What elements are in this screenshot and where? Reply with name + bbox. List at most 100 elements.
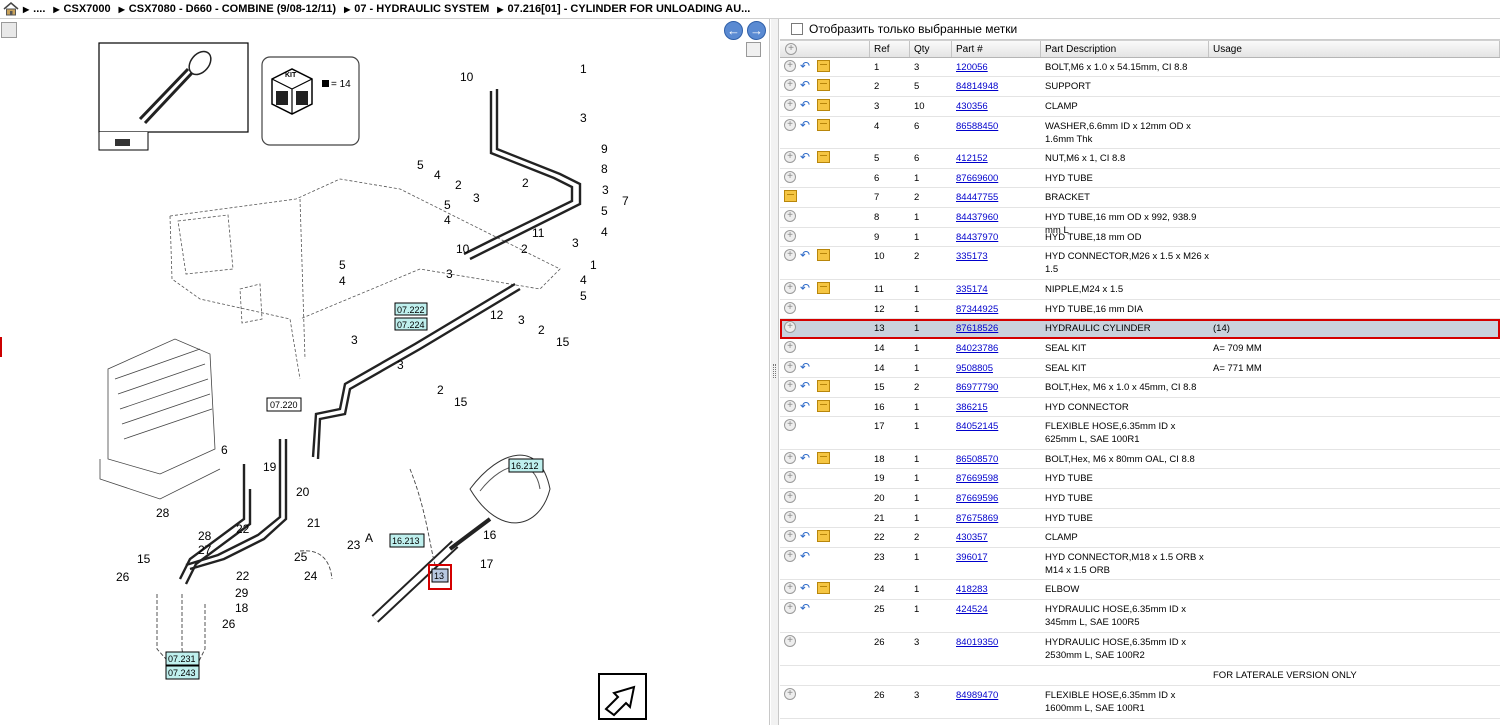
add-to-list-icon[interactable]: + [784, 530, 796, 542]
part-number-link[interactable]: 386215 [956, 402, 988, 413]
ref-07-231[interactable]: 07.231 [165, 651, 200, 666]
replacement-icon[interactable]: ↶ [800, 549, 811, 563]
part-number-link[interactable]: 87618526 [956, 323, 999, 334]
replacement-icon[interactable]: ↶ [800, 379, 811, 393]
next-button[interactable]: → [747, 21, 766, 40]
add-to-list-icon[interactable]: + [784, 602, 796, 614]
package-icon[interactable] [817, 380, 830, 392]
package-icon[interactable] [817, 79, 830, 91]
package-icon[interactable] [817, 60, 830, 72]
replacement-icon[interactable]: ↶ [800, 59, 811, 73]
show-selected-checkbox[interactable] [791, 23, 803, 35]
breadcrumb-item[interactable]: ▶CSX7080 - D660 - COMBINE (9/08-12/11) [118, 3, 337, 15]
col-usage[interactable]: Usage [1209, 41, 1500, 57]
part-number-link[interactable]: 87669598 [956, 473, 999, 484]
part-number-link[interactable]: 84814948 [956, 81, 999, 92]
part-number-link[interactable]: 412152 [956, 153, 988, 164]
part-number-link[interactable]: 84019350 [956, 637, 999, 648]
part-number-link[interactable]: 396017 [956, 552, 988, 563]
col-ref[interactable]: Ref [870, 41, 910, 57]
ref-16-212[interactable]: 16.212 [508, 458, 544, 473]
part-number-link[interactable]: 87669600 [956, 173, 999, 184]
part-number-link[interactable]: 84447755 [956, 192, 999, 203]
package-icon[interactable] [817, 151, 830, 163]
add-to-list-icon[interactable]: + [784, 688, 796, 700]
ref-07-243[interactable]: 07.243 [165, 665, 200, 680]
home-icon[interactable] [3, 2, 19, 16]
add-to-list-icon[interactable]: + [784, 341, 796, 353]
replacement-icon[interactable]: ↶ [800, 399, 811, 413]
package-icon[interactable] [817, 99, 830, 111]
package-icon[interactable] [784, 190, 797, 202]
ref-07-220[interactable]: 07.220 [266, 397, 302, 412]
part-number-link[interactable]: 84023786 [956, 343, 999, 354]
add-to-list-icon[interactable]: + [784, 361, 796, 373]
breadcrumb-ellipsis[interactable]: ▶.... [23, 3, 46, 15]
replacement-icon[interactable]: ↶ [800, 118, 811, 132]
expand-all-cell[interactable]: + [780, 41, 870, 57]
ref-07-222[interactable]: 07.222 [394, 302, 428, 316]
part-number-link[interactable]: 84052145 [956, 421, 999, 432]
thumbnail-inset[interactable] [98, 42, 249, 151]
add-to-list-icon[interactable]: + [784, 60, 796, 72]
package-icon[interactable] [817, 452, 830, 464]
add-to-list-icon[interactable]: + [784, 99, 796, 111]
replacement-icon[interactable]: ↶ [800, 150, 811, 164]
ref-07-224[interactable]: 07.224 [394, 317, 428, 331]
part-number-link[interactable]: 335174 [956, 284, 988, 295]
add-to-list-icon[interactable]: + [784, 471, 796, 483]
add-to-list-icon[interactable]: + [784, 582, 796, 594]
add-to-list-icon[interactable]: + [784, 380, 796, 392]
part-number-link[interactable]: 86588450 [956, 121, 999, 132]
add-to-list-icon[interactable]: + [784, 302, 796, 314]
next-page-button[interactable] [598, 673, 647, 720]
package-icon[interactable] [817, 249, 830, 261]
add-to-list-icon[interactable]: + [784, 635, 796, 647]
part-number-link[interactable]: 87669596 [956, 493, 999, 504]
add-to-list-icon[interactable]: + [784, 511, 796, 523]
package-icon[interactable] [817, 582, 830, 594]
pane-splitter[interactable] [771, 19, 779, 725]
add-to-list-icon[interactable]: + [784, 452, 796, 464]
replacement-icon[interactable]: ↶ [800, 78, 811, 92]
sidebar-toggle-button[interactable] [1, 22, 17, 38]
replacement-icon[interactable]: ↶ [800, 601, 811, 615]
replacement-icon[interactable]: ↶ [800, 529, 811, 543]
expand-all-icon[interactable]: + [785, 43, 797, 55]
previous-button[interactable]: ← [724, 21, 743, 40]
add-to-list-icon[interactable]: + [784, 171, 796, 183]
replacement-icon[interactable]: ↶ [800, 248, 811, 262]
replacement-icon[interactable]: ↶ [800, 281, 811, 295]
part-number-link[interactable]: 335173 [956, 251, 988, 262]
add-to-list-icon[interactable]: + [784, 210, 796, 222]
part-number-link[interactable]: 86977790 [956, 382, 999, 393]
add-to-list-icon[interactable]: + [784, 491, 796, 503]
replacement-icon[interactable]: ↶ [800, 98, 811, 112]
breadcrumb-item[interactable]: ▶07 - HYDRAULIC SYSTEM [344, 3, 490, 15]
hydraulic-cylinder[interactable] [371, 454, 551, 623]
breadcrumb-item[interactable]: ▶CSX7000 [53, 3, 111, 15]
part-number-link[interactable]: 84437960 [956, 212, 999, 223]
add-to-list-icon[interactable]: + [784, 419, 796, 431]
